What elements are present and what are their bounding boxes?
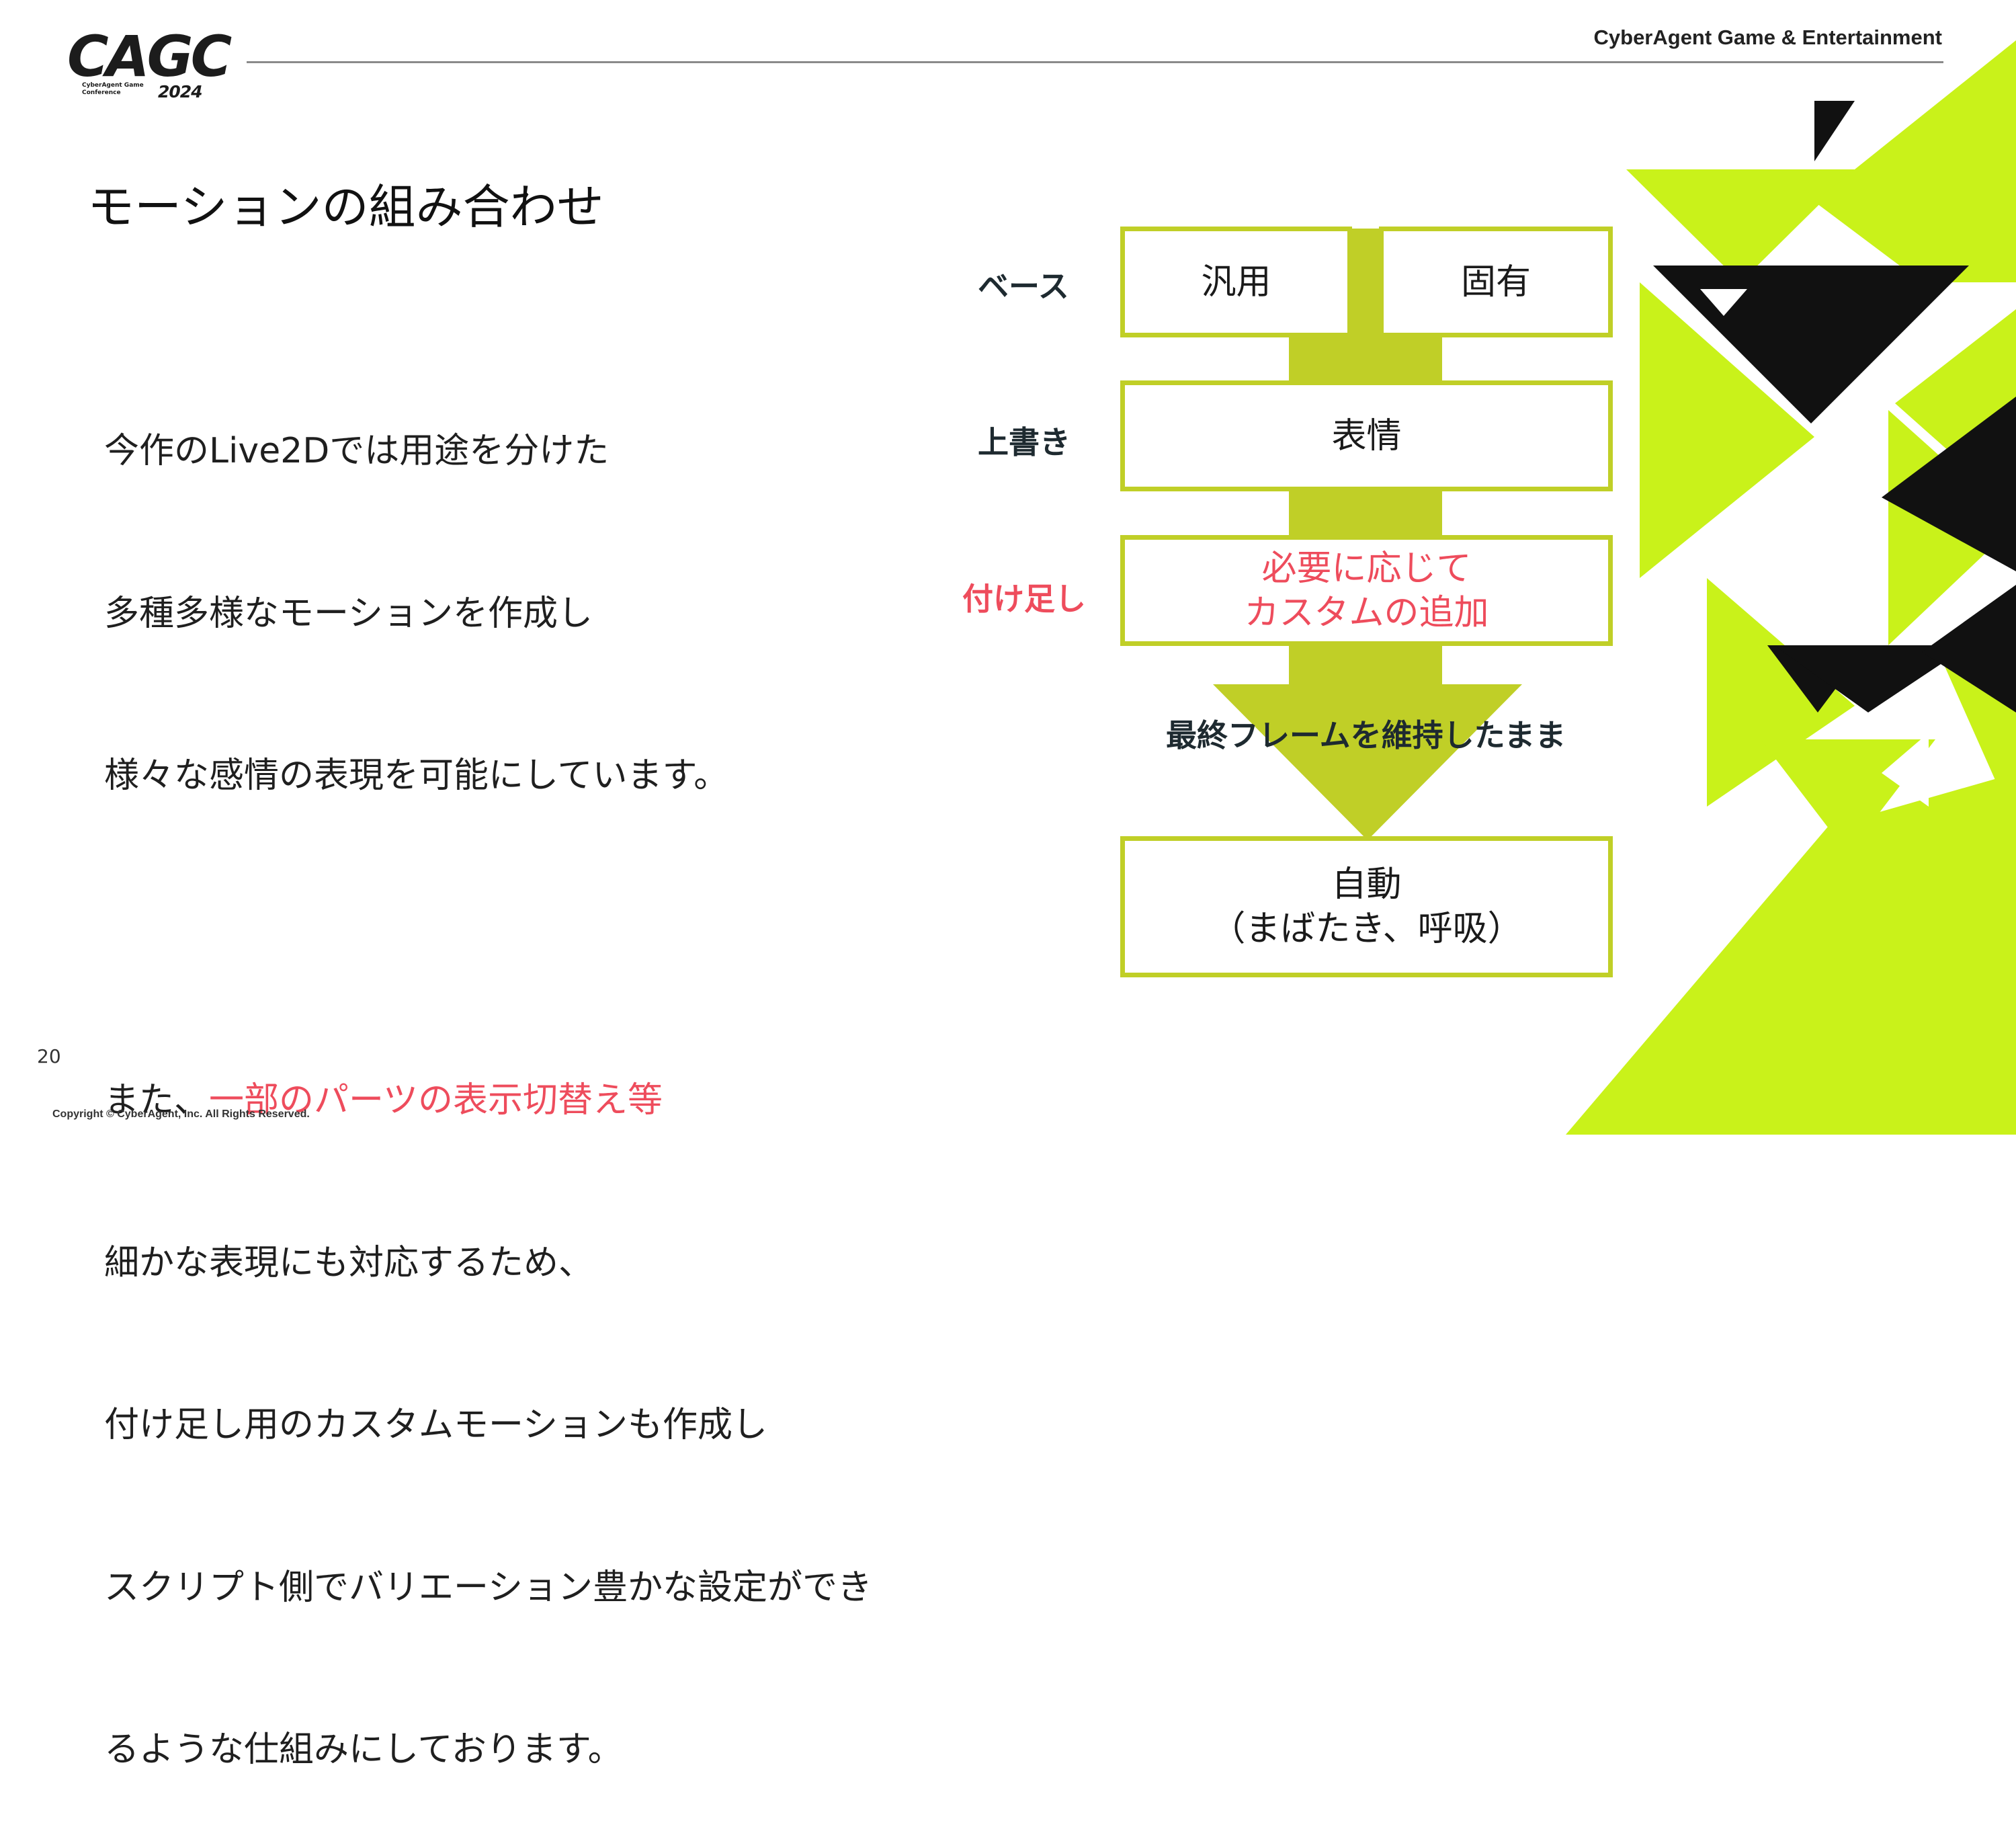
page-title: モーションの組み合わせ (87, 179, 604, 235)
box-custom: 必要に応じて カスタムの追加 (1120, 535, 1613, 646)
box-custom-line1: 必要に応じて (1261, 548, 1472, 589)
label-additive: 付け足し (962, 581, 1086, 617)
header-brand: CyberAgent Game & Entertainment (1593, 26, 1943, 49)
logo-year: 2024 (158, 82, 203, 101)
para2-line: また、一部のパーツの表示切替え等 (104, 1073, 978, 1128)
copyright: Copyright © CyberAgent, Inc. All Rights … (52, 1108, 310, 1120)
para2-highlight: 一部のパーツの表示切替え等 (209, 1080, 663, 1121)
header-divider (247, 61, 1943, 63)
label-base: ベース (978, 268, 1069, 304)
label-override: 上書き (978, 424, 1070, 460)
logo-subtitle: CyberAgent Game Conference (82, 82, 144, 96)
down-arrow (1213, 684, 1522, 840)
para2-line: 細かな表現にも対応するため、 (104, 1242, 594, 1283)
box-expression: 表情 (1120, 380, 1613, 491)
box-specific: 固有 (1379, 227, 1613, 337)
para1-line: 多種多様なモーションを作成し (104, 593, 593, 634)
motion-diagram: ベース 上書き 付け足し 汎用 固有 表情 必要に応じて カスタムの追加 最終フ… (962, 227, 1613, 977)
para2-line: るような仕組みにしております。 (104, 1730, 623, 1770)
arrow-caption: 最終フレームを維持したまま (1166, 717, 1566, 754)
para1-line: 今作のLive2Dでは用途を分けた (104, 431, 610, 471)
decorative-pattern (1566, 40, 2016, 1135)
box-auto: 自動 （まばたき、呼吸） (1120, 836, 1613, 977)
diagram-connectors (1213, 229, 1522, 840)
box-custom-line2: カスタムの追加 (1244, 592, 1489, 633)
box-auto-line2: （まばたき、呼吸） (1210, 909, 1523, 949)
logo-main-text: CAGC (67, 24, 232, 89)
para2-prefix: また、 (104, 1080, 210, 1121)
cagc-logo: CAGC CyberAgent Game Conference 2024 (67, 28, 232, 106)
box-auto-line1: 自動 (1331, 864, 1402, 905)
para2-line: 付け足し用のカスタムモーションも作成し (104, 1405, 767, 1445)
para1-line: 様々な感情の表現を可能にしています。 (104, 756, 729, 796)
box-generic: 汎用 (1120, 227, 1352, 337)
para2-line: スクリプト側でバリエーション豊かな設定ができ (104, 1567, 872, 1608)
page-number: 20 (37, 1045, 61, 1067)
